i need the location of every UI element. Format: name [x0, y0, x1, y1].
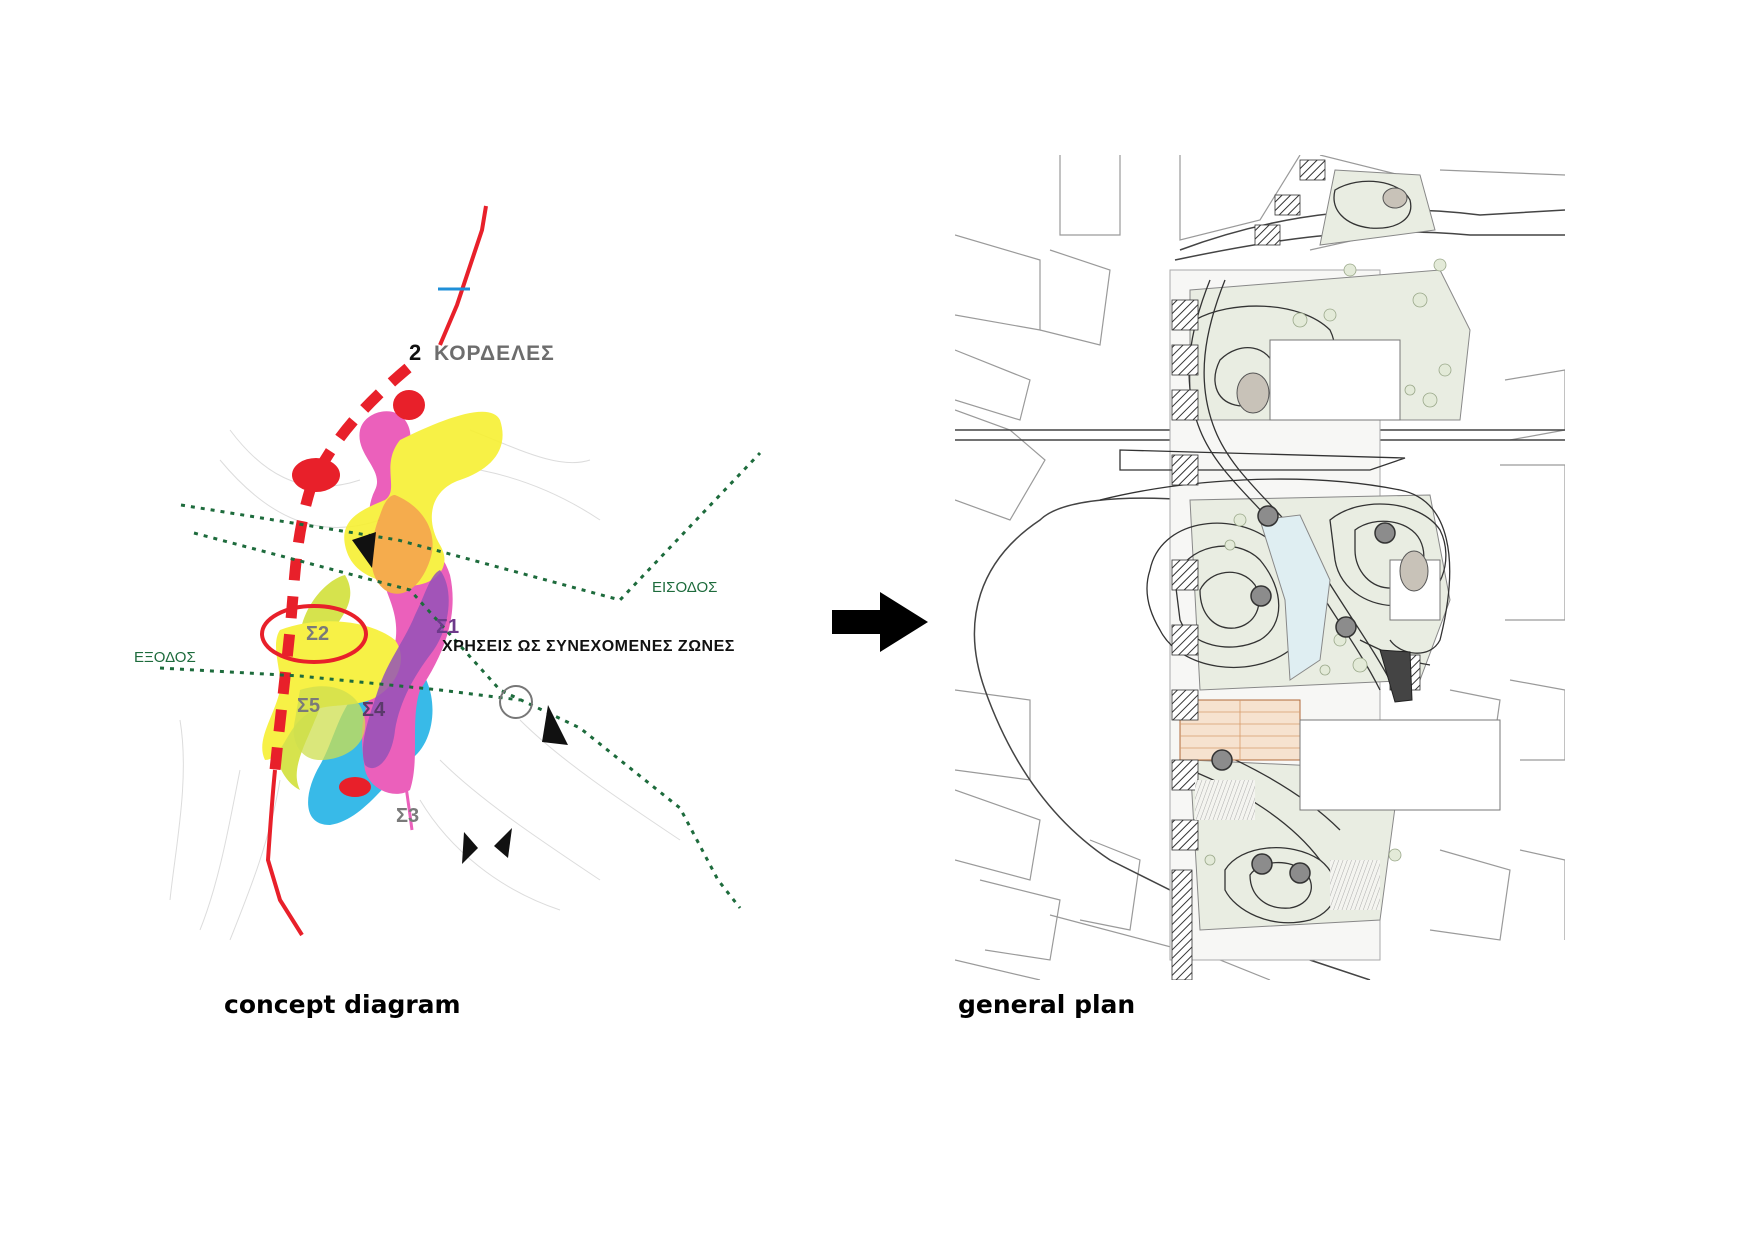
route-solid-top	[438, 205, 488, 346]
zone-label-s4: Σ4	[362, 699, 386, 721]
route-name: ΚΟΡΔΕΛΕΣ	[434, 342, 555, 365]
orange-zone	[371, 495, 433, 594]
zone-s2-highlight-ring	[260, 604, 368, 664]
route-node-left	[292, 458, 340, 492]
green-paths	[159, 451, 762, 909]
route-node-bottom	[339, 777, 371, 797]
arrow-marker-2	[542, 705, 568, 745]
route-solid-bottom	[265, 769, 304, 937]
plan-hatched-walls	[1171, 159, 1421, 980]
general-plan-caption: general plan	[958, 990, 1136, 1019]
plan-trees	[1204, 258, 1452, 866]
exit-path	[159, 666, 521, 702]
junction-marker	[499, 685, 533, 719]
zone-label-s1: Σ1	[436, 616, 459, 638]
zone-blobs	[262, 411, 503, 831]
concept-diagram: 2 ΚΟΡΔΕΛΕΣ ΧΡΗΣΕΙΣ ΩΣ ΣΥΝΕΧΟΜΕΝΕΣ ΖΩΝΕΣ …	[134, 205, 762, 941]
lime-zone-lower	[293, 686, 366, 760]
zone-label-s2: Σ2	[306, 623, 329, 645]
entrance-label: ΕΙΣΟΔΟΣ	[652, 579, 717, 596]
arrow-marker-1	[352, 532, 376, 568]
exit-label: ΕΞΟΔΟΣ	[134, 649, 196, 666]
plan-circular-features	[1211, 505, 1396, 884]
transition-arrow-icon	[832, 592, 928, 652]
plan-water	[1259, 514, 1331, 681]
concept-diagram-caption: concept diagram	[224, 990, 461, 1019]
route-kordeles	[265, 205, 488, 937]
zone-label-s5: Σ5	[297, 695, 320, 717]
plan-buildings	[1269, 339, 1501, 811]
plan-dark-accent	[1379, 649, 1413, 703]
purple-zone	[362, 570, 449, 769]
zone-label-s3: Σ3	[396, 805, 419, 827]
general-plan	[955, 155, 1565, 980]
route-node-top	[393, 390, 425, 420]
zones-title: ΧΡΗΣΕΙΣ ΩΣ ΣΥΝΕΧΟΜΕΝΕΣ ΖΩΝΕΣ	[442, 638, 735, 655]
plan-paving-2	[1330, 860, 1380, 910]
route-number: 2	[409, 340, 421, 365]
entrance-path-lower	[193, 531, 742, 909]
direction-markers	[352, 532, 568, 864]
arrow-marker-3	[462, 832, 478, 864]
magenta-tail	[403, 779, 414, 831]
entrance-path-upper	[180, 451, 762, 602]
plan-paving-1	[1195, 780, 1255, 820]
arrow-marker-4	[494, 828, 512, 858]
